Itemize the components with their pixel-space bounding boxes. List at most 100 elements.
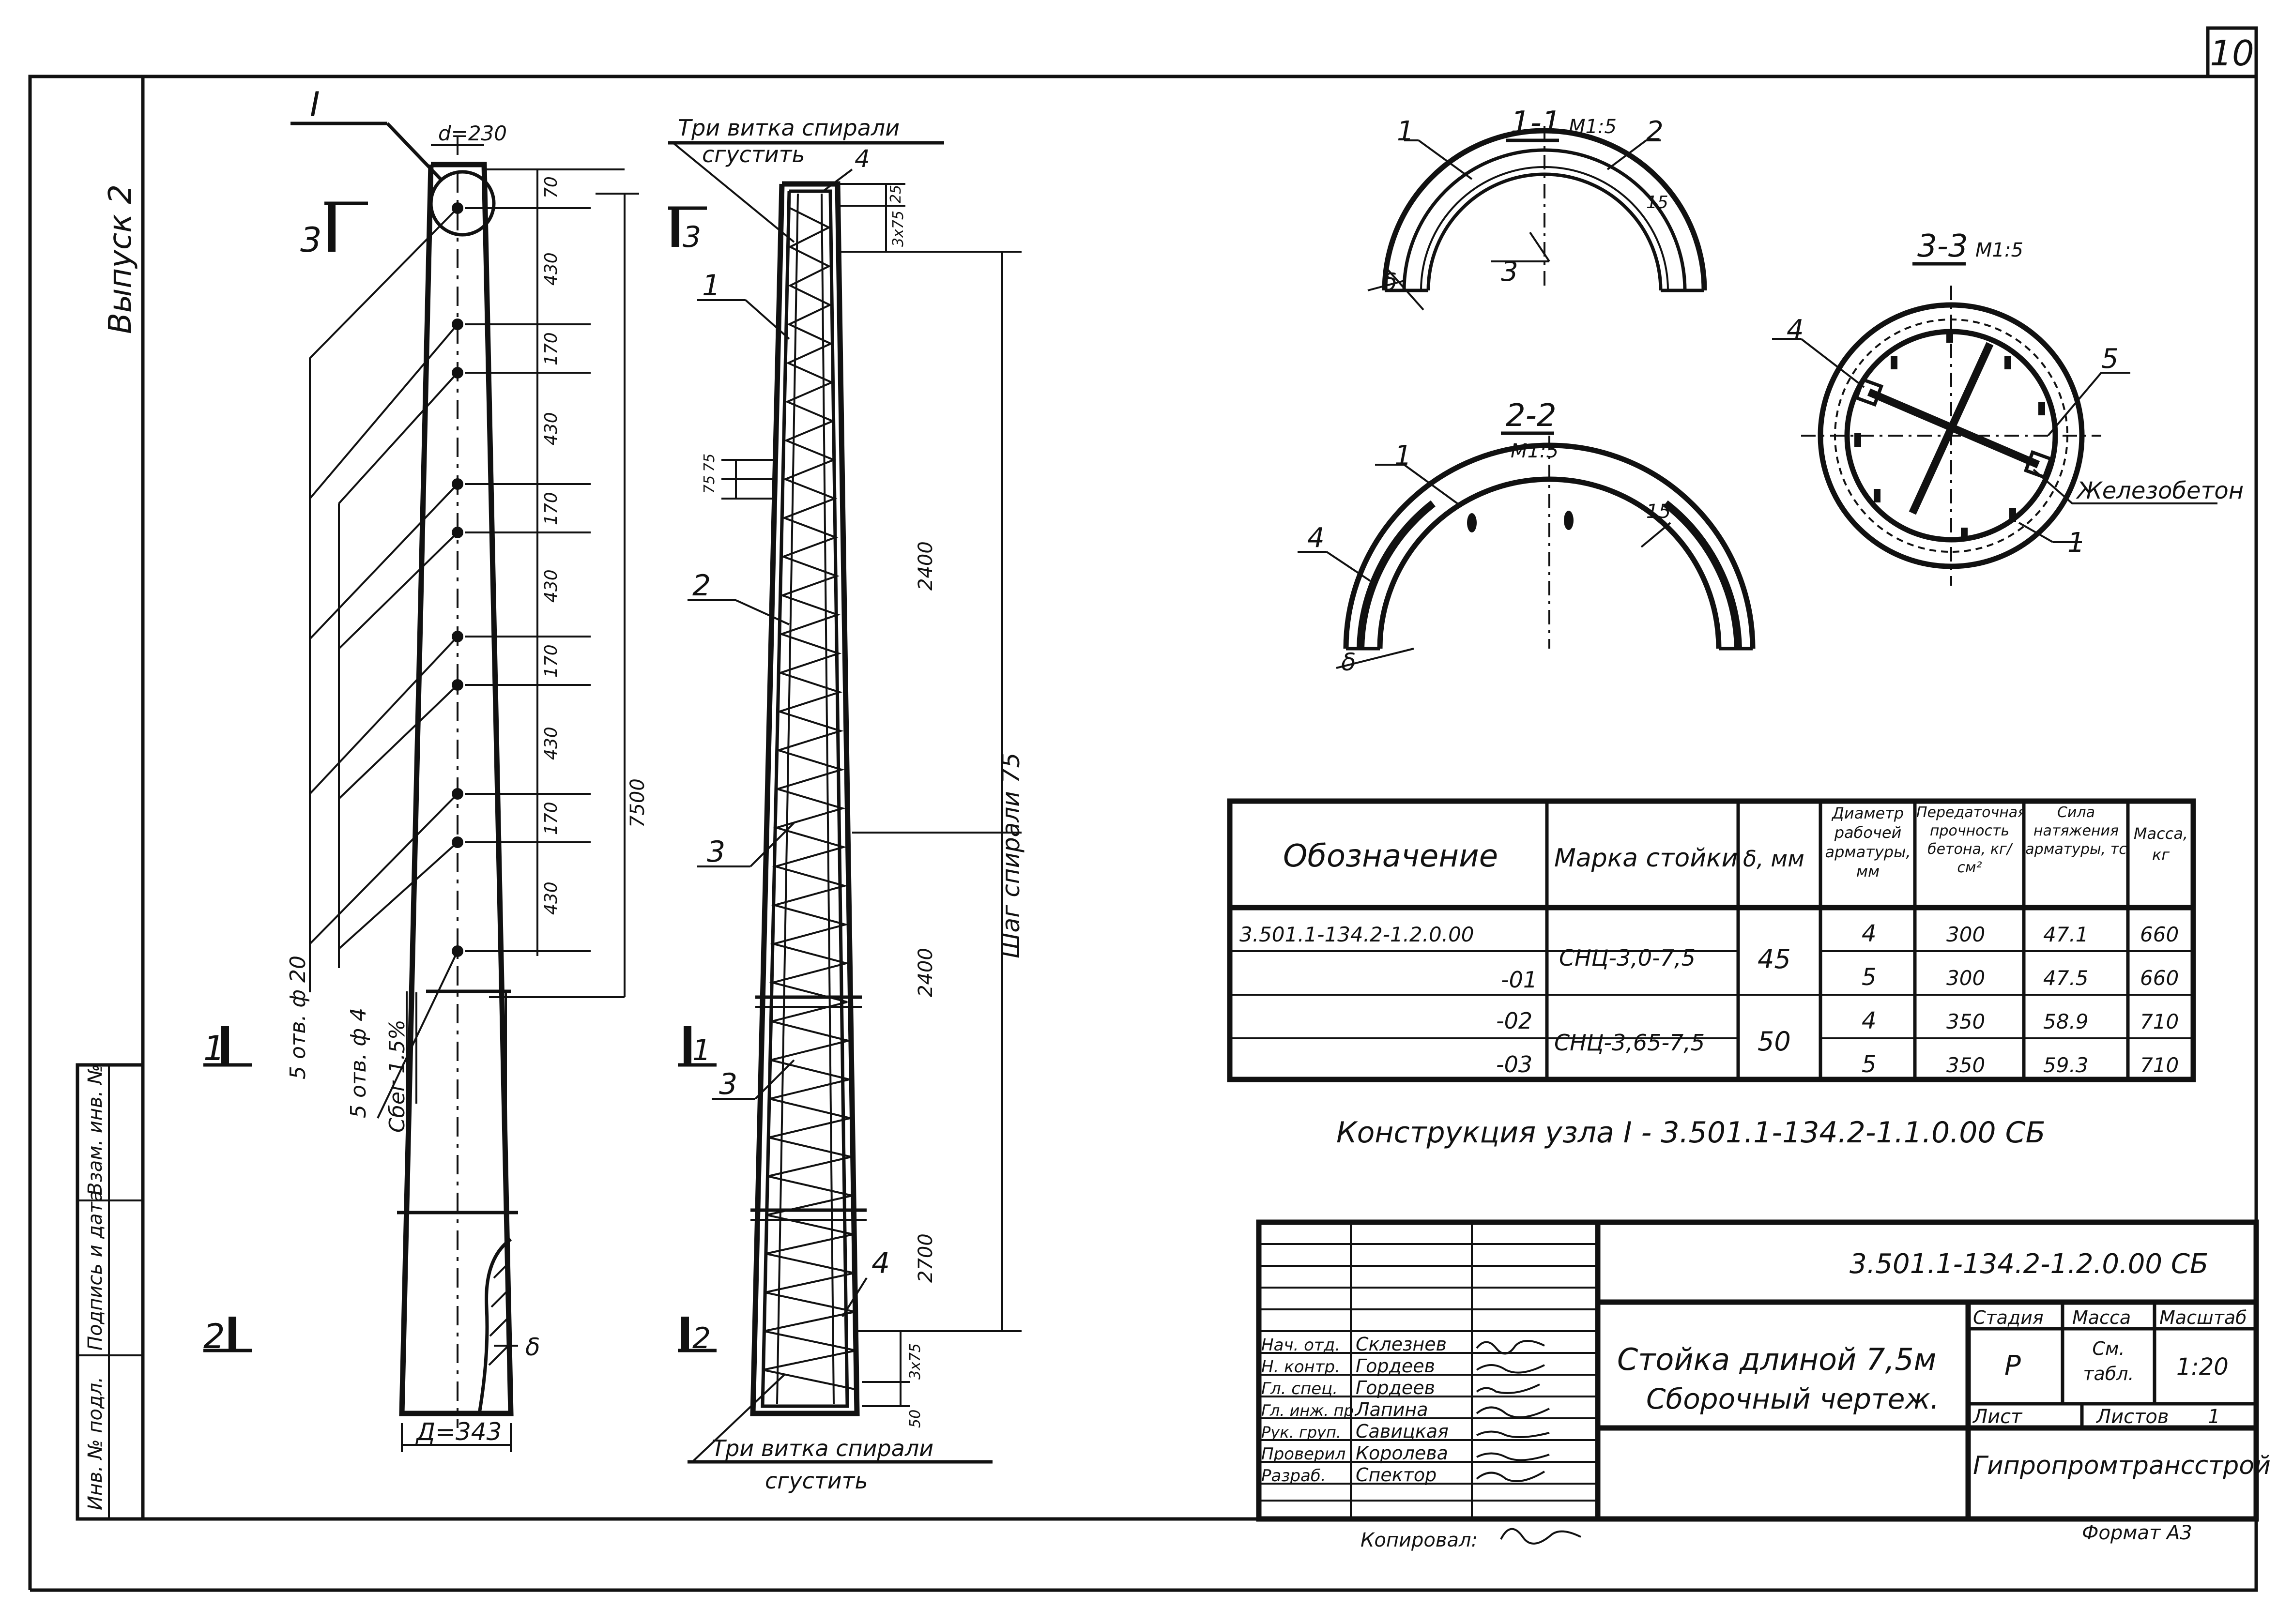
elev-dim-6: 170: [541, 644, 561, 678]
s33-bars: [1854, 329, 2045, 541]
format-label: Формат А3: [2082, 1522, 2192, 1544]
s22-mark-1: 1: [1394, 440, 1412, 471]
s11-mark-15: 15: [1646, 193, 1668, 212]
spec-r0-tension: 47.1: [2043, 923, 2089, 946]
spec-r1-mass: 660: [2140, 966, 2179, 990]
reinf-top-note-2: сгустить: [702, 141, 805, 167]
tb-signer-name-2: Гордеев: [1356, 1377, 1435, 1398]
side-stamp-sign: Подпись и дата: [84, 1190, 107, 1351]
reinf-dim-mid-1: 75: [701, 454, 718, 472]
spec-header-strength: Передаточная прочность бетона, кг/см²: [1916, 804, 2023, 876]
spec-r0-delta: 45: [1758, 944, 1791, 974]
spec-header-designation: Обозначение: [1283, 838, 1498, 874]
s33-material: Железобетон: [2076, 477, 2244, 504]
s33-title: 3-3: [1917, 228, 1968, 264]
tb-stage: Р: [2004, 1350, 2021, 1381]
spec-r3-diameter: 5: [1862, 1051, 1877, 1078]
spec-header-mass: Масса, кг: [2133, 824, 2188, 864]
copied-label: Копировал:: [1361, 1529, 1478, 1551]
elev-dim-1: 430: [541, 252, 561, 286]
tb-scale-label: Масштаб: [2159, 1307, 2247, 1328]
post-elevation: I d=230: [203, 85, 649, 1452]
tb-sheets-label: Листов: [2095, 1406, 2169, 1428]
spec-header-delta: δ, мм: [1743, 846, 1804, 872]
spec-r3-tension: 59.3: [2043, 1053, 2089, 1077]
spec-r2-tension: 58.9: [2043, 1010, 2089, 1033]
elev-dim-7: 430: [541, 727, 561, 760]
position-leaders: [688, 168, 868, 1318]
spec-r3-designation: -03: [1496, 1051, 1532, 1078]
sheet-number: 10: [2210, 33, 2254, 74]
spec-r2-brand: СНЦ-3,65-7,5: [1554, 1030, 1705, 1056]
elev-dim-0: 70: [541, 176, 561, 198]
sheet-frame: 10: [28, 26, 2258, 1592]
tb-sheet-label: Лист: [1972, 1406, 2023, 1428]
elev-dim-4: 170: [541, 492, 561, 525]
reinf-bottom-note-2: сгустить: [765, 1468, 868, 1494]
reinf-section2-label: 2: [692, 1321, 711, 1355]
elev-dim-3: 430: [541, 412, 561, 445]
spiral: [763, 207, 856, 1390]
s11-mark-1: 1: [1397, 116, 1414, 147]
s11-mark-2: 2: [1646, 116, 1664, 147]
tb-stage-label: Стадия: [1973, 1307, 2044, 1328]
signatures: [1476, 1340, 1581, 1545]
s33-mark-4: 4: [1787, 314, 1804, 346]
spec-r1-strength: 300: [1946, 966, 1985, 990]
reinf-pos-4a: 4: [855, 145, 870, 173]
s22-delta: δ: [1341, 648, 1356, 676]
s33-mark-5: 5: [2101, 343, 2119, 375]
hole-leaders: [309, 207, 459, 1119]
section-1-1: 1-1 М1:5 1 2 3 15 δ: [1367, 105, 1707, 311]
elev-dim-chain: [465, 168, 639, 998]
reinf-length-2: 2700: [915, 1233, 937, 1283]
side-stamp-replace: Взам. инв. №: [84, 1064, 107, 1196]
spec-r1-designation: -01: [1501, 967, 1537, 993]
bottom-diameter: Д=343: [415, 1418, 502, 1446]
elev-section3-label: 3: [300, 220, 322, 260]
reinf-dim-bottom-0: 3х75: [907, 1343, 924, 1380]
tb-signer-role-2: Гл. спец.: [1261, 1379, 1338, 1398]
spec-r0-diameter: 4: [1862, 920, 1877, 947]
section-2-2: 2-2 М1:5 1 4 15 δ: [1298, 398, 1756, 676]
tb-signer-name-4: Савицкая: [1356, 1421, 1449, 1442]
reinf-pos-4b: 4: [871, 1246, 890, 1280]
spec-r0-designation: 3.501.1-134.2-1.2.0.00: [1239, 923, 1474, 946]
tb-signer-role-6: Разраб.: [1261, 1466, 1326, 1486]
elev-dim-5: 430: [541, 569, 561, 603]
tb-organization: Гипропромтрансстрой: [1973, 1451, 2271, 1480]
reinf-section3-label: 3: [683, 220, 701, 254]
reinf-dim-chain: [721, 183, 1022, 1407]
tb-signer-role-5: Проверил: [1261, 1444, 1345, 1464]
reinf-length-1: 2400: [915, 948, 937, 997]
tb-signer-role-1: Н. контр.: [1261, 1357, 1340, 1377]
s22-mark-4: 4: [1307, 522, 1325, 554]
section-3-3: 3-3 М1:5 4 5 1: [1772, 228, 2244, 586]
elev-dim-2: 170: [541, 332, 561, 365]
reinf-pos-2: 2: [692, 569, 711, 603]
spec-r2-strength: 350: [1946, 1010, 1985, 1033]
spec-r2-delta: 50: [1758, 1026, 1791, 1057]
s33-scale: М1:5: [1975, 239, 2023, 261]
reinf-dim-bottom-1: 50: [907, 1410, 924, 1428]
holes-4-label: 5 отв. ф 4: [346, 1008, 371, 1118]
tb-signer-name-5: Королева: [1356, 1442, 1448, 1464]
reinf-pos-3a: 3: [707, 835, 725, 869]
reinforcement-view: Три витка спирали сгустить Три витка спи…: [668, 115, 1025, 1494]
s11-delta: δ: [1382, 268, 1397, 296]
reinf-dim-mid-0: 75: [701, 475, 718, 494]
s11-mark-3: 3: [1501, 256, 1518, 288]
tb-title-1: Стойка длиной 7,5м: [1617, 1342, 1936, 1377]
top-diameter: d=230: [438, 121, 507, 145]
tb-sheets: 1: [2208, 1406, 2220, 1428]
tb-signer-role-0: Нач. отд.: [1261, 1336, 1340, 1355]
spec-r2-mass: 710: [2140, 1010, 2179, 1033]
s22-mark-15: 15: [1646, 501, 1671, 523]
holes-20-label: 5 отв. ф 20: [286, 956, 310, 1079]
spec-r3-strength: 350: [1946, 1053, 1985, 1077]
reinf-pos-1: 1: [702, 269, 720, 303]
s22-title: 2-2: [1506, 398, 1557, 434]
reinf-length-0: 2400: [915, 541, 937, 591]
spec-r1-diameter: 5: [1862, 964, 1877, 991]
